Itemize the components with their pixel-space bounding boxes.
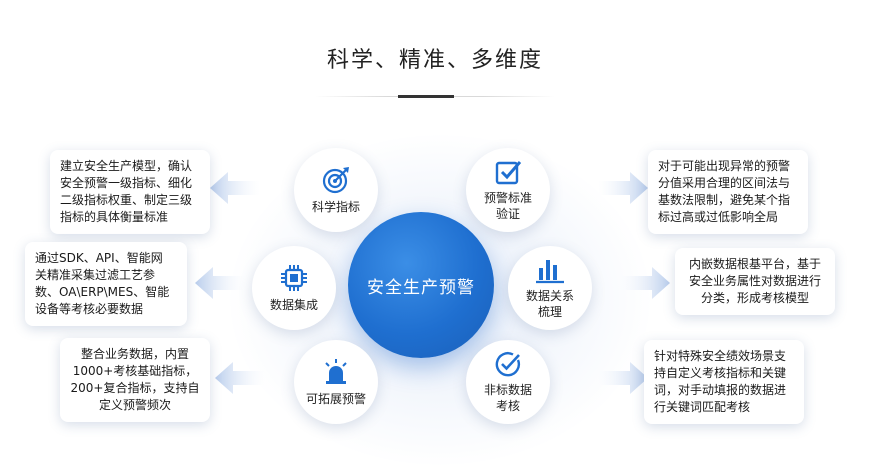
node-extensible-warning: 可拓展预警 xyxy=(294,340,378,424)
arrow-right-3-icon xyxy=(598,362,648,394)
checkbox-icon xyxy=(495,161,522,185)
desc-line: 针对特殊安全绩效场景支 xyxy=(654,349,787,363)
node-nonstandard-data: 非标数据 考核 xyxy=(466,340,550,424)
node-warning-standard: 预警标准 验证 xyxy=(466,148,550,232)
desc-line: 对于可能出现异常的预警 xyxy=(658,159,791,173)
bar-chart-icon xyxy=(536,260,564,284)
desc-box-relation: 内嵌数据根基平台，基于 安全业务属性对数据进行 分类，形成考核模型 xyxy=(675,248,835,315)
desc-box-extensible: 整合业务数据，内置 1000+考核基础指标， 200+复合指标，支持自 定义预警… xyxy=(60,338,210,422)
arrow-left-3-icon xyxy=(215,362,265,394)
desc-box-nonstandard: 针对特殊安全绩效场景支 持自定义考核指标和关键 词，对手动填报的数据进 行关键词… xyxy=(644,340,804,424)
node-label: 数据集成 xyxy=(269,298,318,312)
page-title: 科学、精准、多维度 xyxy=(326,48,543,73)
desc-line: 1000+考核基础指标， xyxy=(72,364,198,378)
desc-line: 内嵌数据根基平台，基于 xyxy=(688,257,821,271)
node-label-line2: 梳理 xyxy=(537,305,562,319)
node-label: 科学指标 xyxy=(311,200,360,214)
desc-line: 定义预警频次 xyxy=(98,398,171,412)
desc-line: 数、OA\ERP\MES、智能 xyxy=(35,285,170,299)
node-label-line1: 预警标准 xyxy=(483,191,532,205)
center-label: 安全生产预警 xyxy=(367,277,475,298)
desc-line: 词，对手动填报的数据进 xyxy=(654,383,787,397)
desc-line: 标过高或过低影响全局 xyxy=(658,210,779,224)
target-icon xyxy=(322,167,349,194)
desc-line: 设备等考核必要数据 xyxy=(35,302,144,316)
node-label-line2: 考核 xyxy=(495,399,520,413)
center-circle: 安全生产预警 xyxy=(348,212,494,358)
desc-line: 分类，形成考核模型 xyxy=(700,291,809,305)
desc-line: 安全预警一级指标、细化 xyxy=(60,176,193,190)
arrow-left-1-icon xyxy=(210,172,260,204)
desc-line: 整合业务数据，内置 xyxy=(80,347,189,361)
node-science-indicators: 科学指标 xyxy=(294,148,378,232)
desc-box-standard: 对于可能出现异常的预警 分值采用合理的区间法与 基数法限制，避免某个指 标过高或… xyxy=(648,150,808,234)
check-circle-icon xyxy=(495,352,520,377)
desc-line: 分值采用合理的区间法与 xyxy=(658,176,791,190)
desc-line: 持自定义考核指标和关键 xyxy=(654,366,787,380)
arrow-left-2-icon xyxy=(195,267,245,299)
desc-line: 建立安全生产模型，确认 xyxy=(60,159,193,173)
node-label-line1: 非标数据 xyxy=(483,383,532,397)
desc-box-science: 建立安全生产模型，确认 安全预警一级指标、细化 二级指标权重、制定三级 指标的具… xyxy=(50,150,210,234)
node-label-line2: 验证 xyxy=(495,207,520,221)
desc-line: 指标的具体衡量标准 xyxy=(60,210,169,224)
arrow-right-2-icon xyxy=(620,267,670,299)
desc-box-integration: 通过SDK、API、智能网 关精准采集过滤工艺参 数、OA\ERP\MES、智能… xyxy=(25,242,187,326)
node-label: 可拓展预警 xyxy=(305,392,366,406)
node-label-line1: 数据关系 xyxy=(525,289,574,303)
desc-line: 关精准采集过滤工艺参 xyxy=(35,268,156,282)
desc-line: 安全业务属性对数据进行 xyxy=(688,274,821,288)
title-accent-bar xyxy=(398,95,454,98)
arrow-right-1-icon xyxy=(598,172,648,204)
alarm-icon xyxy=(325,359,347,384)
desc-line: 200+复合指标，支持自 xyxy=(70,381,200,395)
desc-line: 行关键词匹配考核 xyxy=(654,400,751,414)
desc-line: 通过SDK、API、智能网 xyxy=(35,251,163,265)
desc-line: 二级指标权重、制定三级 xyxy=(60,193,193,207)
node-data-integration: 数据集成 xyxy=(252,246,336,330)
chip-icon xyxy=(281,265,307,291)
node-data-relation: 数据关系 梳理 xyxy=(508,246,592,330)
desc-line: 基数法限制，避免某个指 xyxy=(658,193,791,207)
